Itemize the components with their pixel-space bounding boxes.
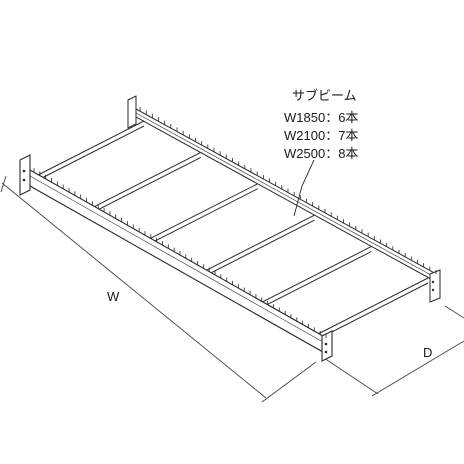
front-rail-teeth: [33, 168, 327, 338]
depth-extension-left: [323, 357, 379, 395]
sub-beam: [93, 151, 202, 213]
back-rail-teeth: [139, 107, 437, 274]
sub-beam: [261, 246, 372, 308]
depth-extension-right: [444, 305, 464, 319]
back-rail: [127, 95, 441, 303]
front-rail: [19, 154, 333, 362]
callout-line-2100: W2100：7本: [284, 128, 358, 143]
callout-line-2500: W2500：8本: [284, 146, 358, 161]
callout-line-1850: W1850：6本: [284, 110, 358, 125]
back-rail-left-bracket: [127, 95, 137, 129]
sub-beam: [37, 120, 145, 181]
dimension-lines: [0, 175, 464, 403]
width-label: W: [107, 289, 120, 304]
sub-beam: [149, 183, 258, 245]
sub-beam-callout: サブビーム W1850：6本 W2100：7本 W2500：8本: [284, 88, 358, 161]
depth-label: D: [423, 345, 432, 360]
width-dimension-line: [1, 182, 267, 399]
sub-beam: [205, 214, 315, 276]
callout-title: サブビーム: [292, 88, 357, 103]
sub-beams: [37, 120, 429, 340]
front-rail-right-bracket: [321, 330, 333, 362]
sub-beam: [317, 277, 429, 340]
width-extension-right: [261, 361, 317, 403]
back-rail-right-bracket: [429, 269, 441, 303]
depth-dimension-line: [371, 340, 464, 397]
callout-leader-line: [293, 159, 315, 217]
front-rail-left-bracket: [19, 154, 31, 196]
